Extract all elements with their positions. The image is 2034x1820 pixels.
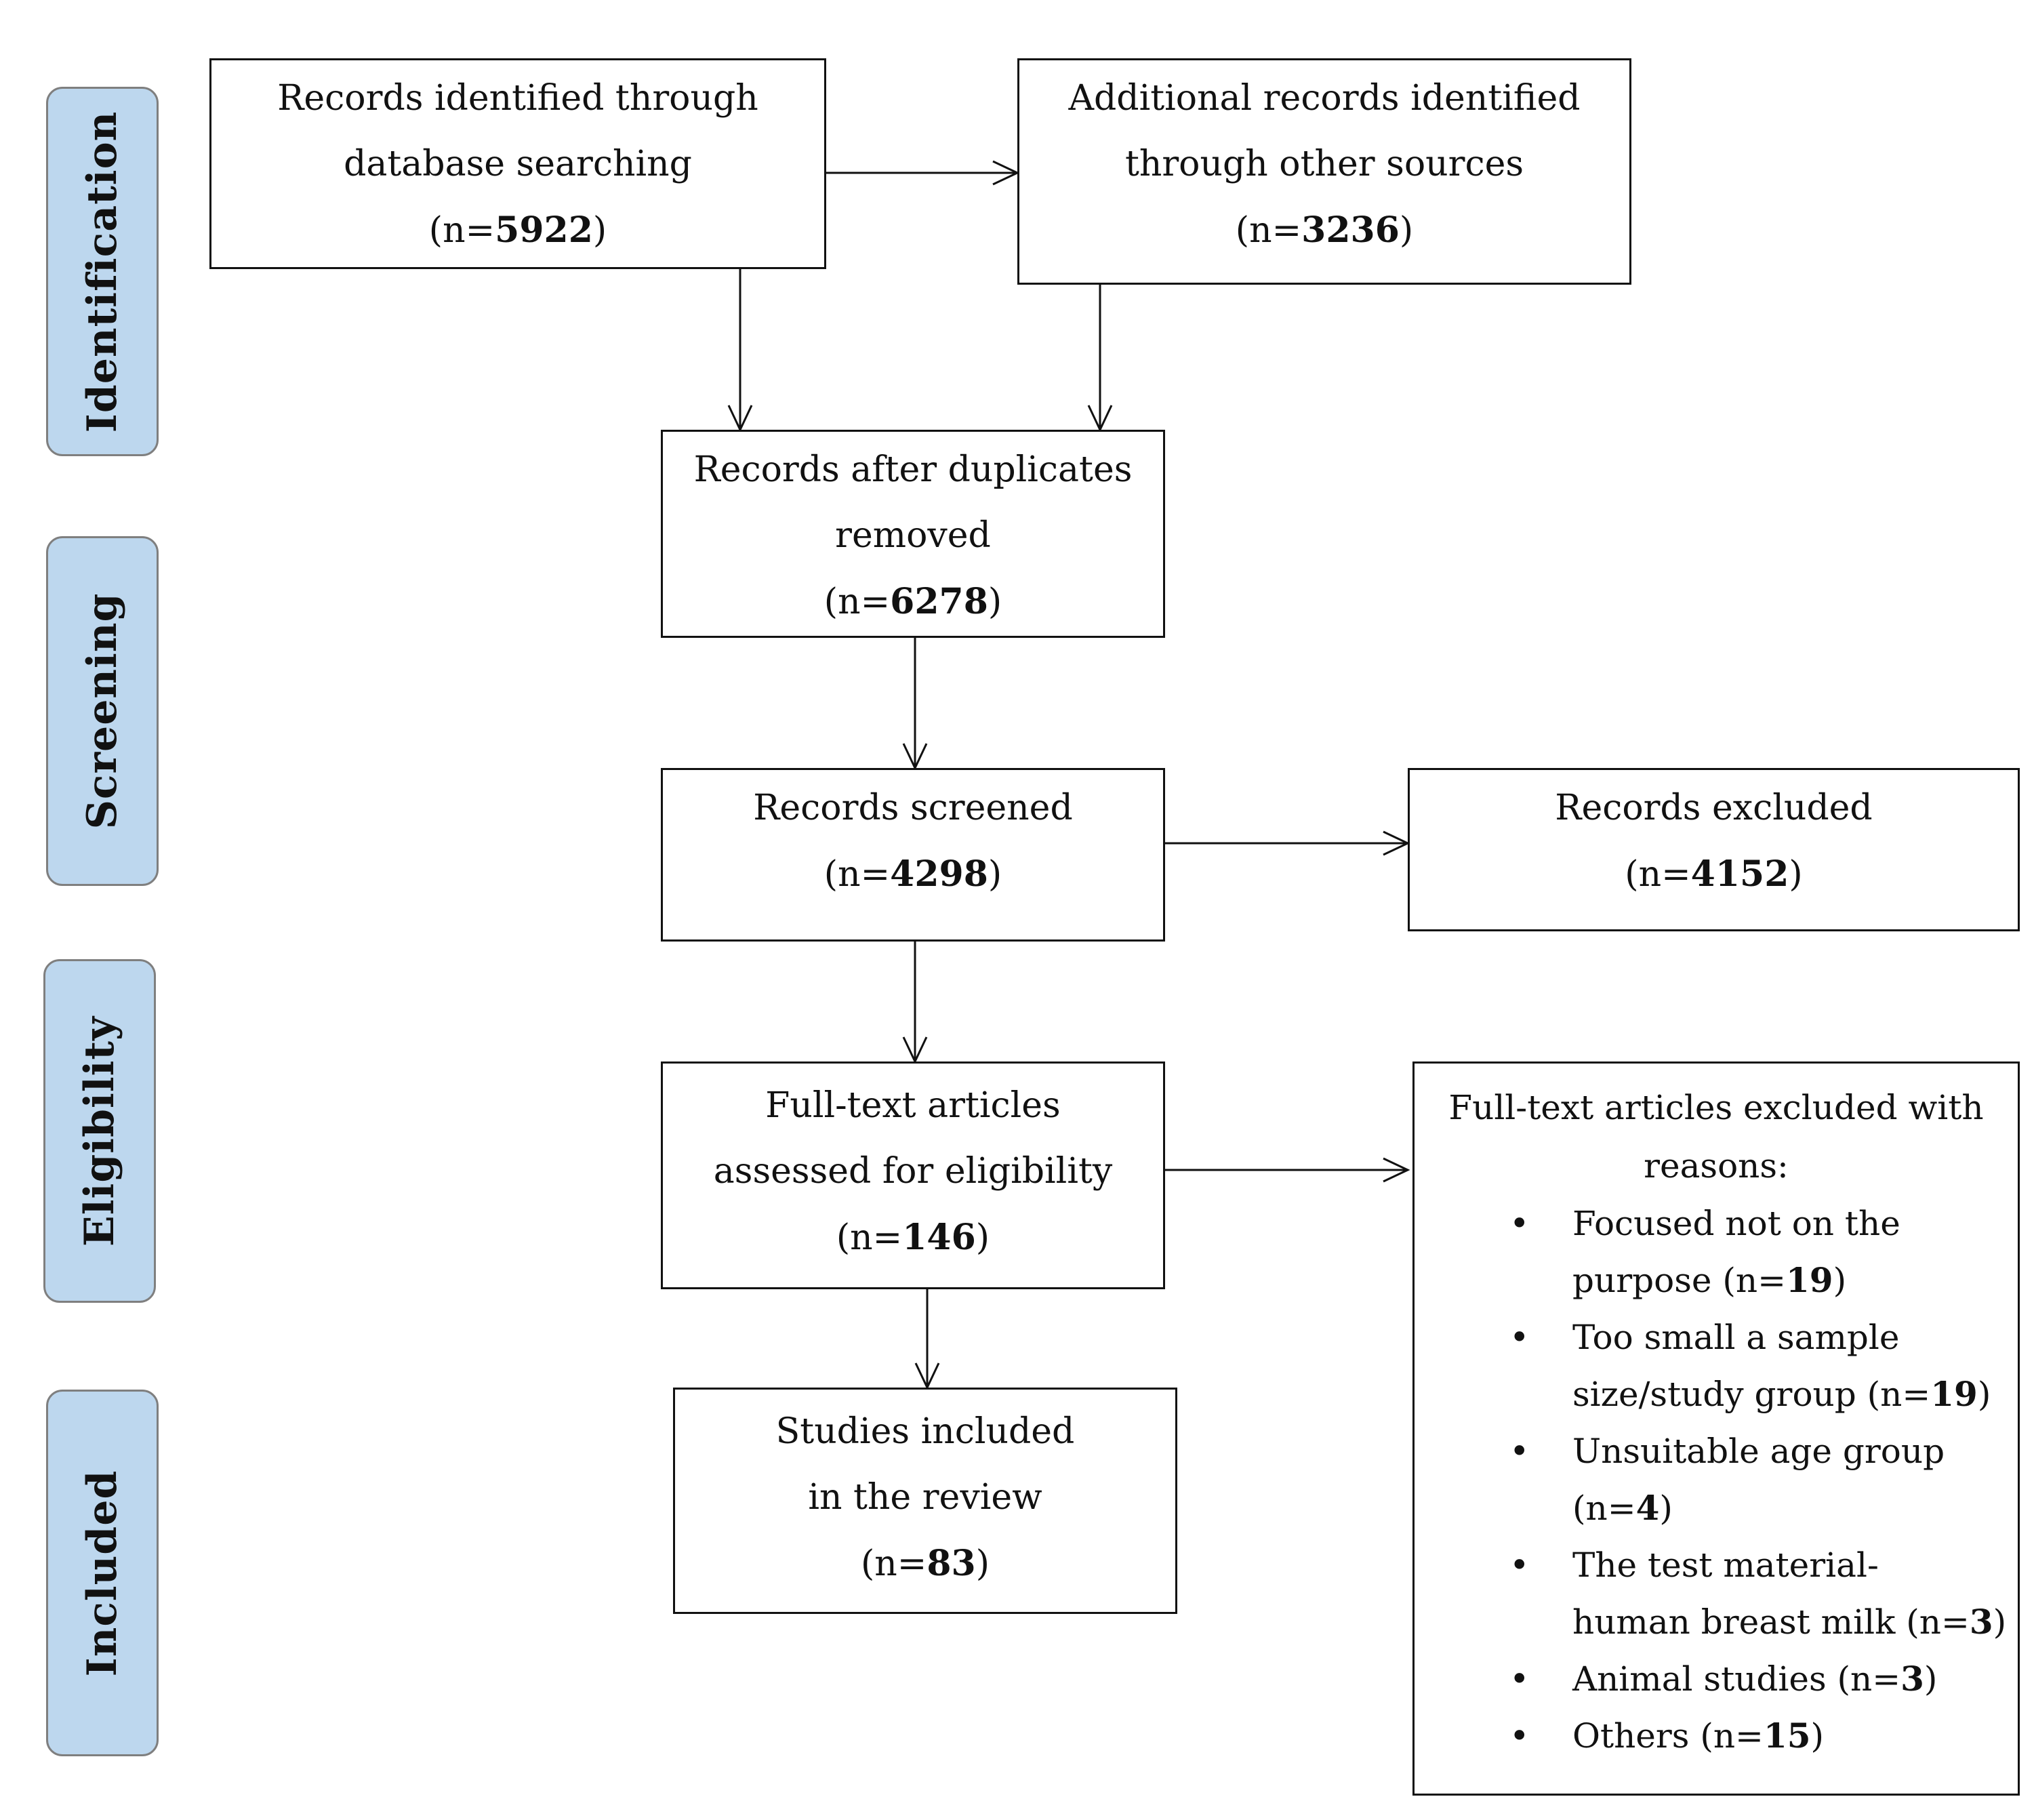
box-fulltext-assessed: Full-text articles assessed for eligibil… xyxy=(661,1061,1165,1289)
exclusions-heading-line2: reasons: xyxy=(1644,1146,1789,1186)
reason-item: Unsuitable age group (n=4) xyxy=(1415,1423,2018,1537)
excluded-count: (n=4152) xyxy=(1625,853,1803,895)
included-count: (n=83) xyxy=(860,1543,990,1584)
excluded-line1: Records excluded xyxy=(1555,788,1873,828)
additional-count: (n=3236) xyxy=(1235,209,1414,251)
reason-item: The test material- human breast milk (n=… xyxy=(1415,1537,2018,1651)
additional-line2: through other sources xyxy=(1124,144,1524,184)
database-count: (n=5922) xyxy=(428,209,607,251)
fulltext-count: (n=146) xyxy=(836,1217,990,1258)
box-records-screened: Records screened (n=4298) xyxy=(661,768,1165,942)
fulltext-line2: assessed for eligibility xyxy=(713,1151,1113,1192)
additional-line1: Additional records identified xyxy=(1068,78,1581,119)
box-additional-sources: Additional records identified through ot… xyxy=(1017,58,1631,285)
included-line1: Studies included xyxy=(775,1411,1075,1452)
stage-eligibility: Eligibility xyxy=(43,959,156,1303)
reason-item: Too small a sample size/study group (n=1… xyxy=(1415,1309,2018,1423)
stage-included: Included xyxy=(46,1390,159,1756)
box-studies-included: Studies included in the review (n=83) xyxy=(673,1388,1177,1614)
reason-item: Focused not on the purpose (n=19) xyxy=(1415,1195,2018,1309)
arrowhead-fulltext-to-exclusions xyxy=(1383,1157,1410,1183)
box-fulltext-excluded-reasons: Full-text articles excluded with reasons… xyxy=(1412,1061,2020,1796)
fulltext-line1: Full-text articles xyxy=(765,1085,1061,1126)
dedup-count: (n=6278) xyxy=(823,581,1002,622)
box-after-duplicates: Records after duplicates removed (n=6278… xyxy=(661,430,1165,638)
screened-line1: Records screened xyxy=(753,788,1073,828)
exclusions-heading: Full-text articles excluded with reasons… xyxy=(1415,1064,2018,1195)
database-line1: Records identified through xyxy=(277,78,758,119)
dedup-line2: removed xyxy=(835,515,991,556)
database-line2: database searching xyxy=(344,144,692,184)
exclusions-heading-line1: Full-text articles excluded with xyxy=(1448,1088,1984,1127)
included-line2: in the review xyxy=(808,1477,1042,1518)
box-records-excluded: Records excluded (n=4152) xyxy=(1408,768,2020,931)
exclusion-reason-list: Focused not on the purpose (n=19) Too sm… xyxy=(1415,1195,2018,1764)
dedup-line1: Records after duplicates xyxy=(693,449,1133,490)
stage-identification: Identification xyxy=(46,87,159,456)
box-database-searching: Records identified through database sear… xyxy=(209,58,826,269)
screened-count: (n=4298) xyxy=(823,853,1002,895)
reason-item: Others (n=15) xyxy=(1415,1707,2018,1764)
reason-item: Animal studies (n=3) xyxy=(1415,1651,2018,1707)
stage-screening: Screening xyxy=(46,536,159,886)
